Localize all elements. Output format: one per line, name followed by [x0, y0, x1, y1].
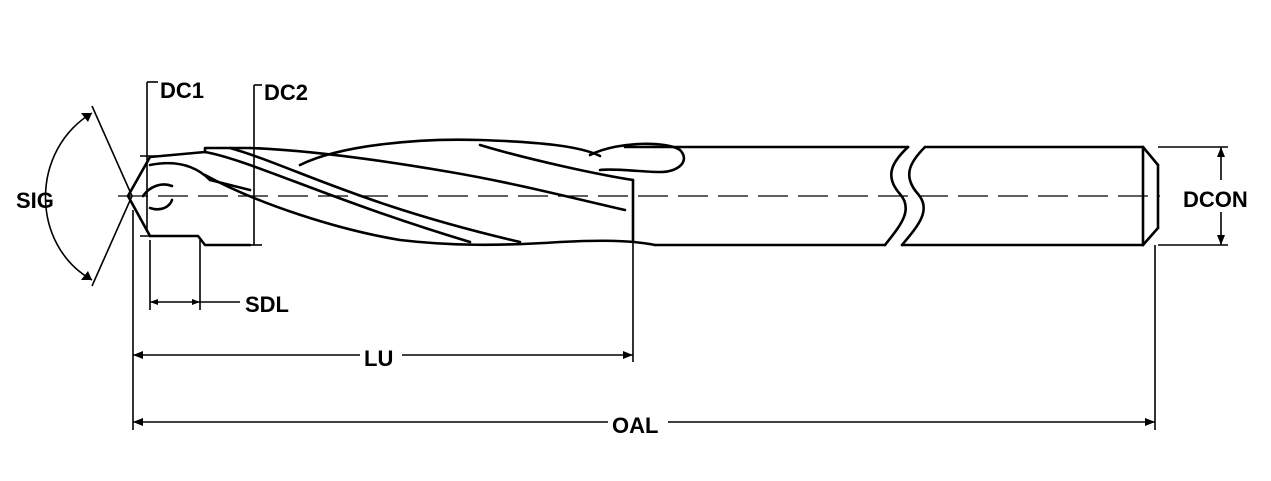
sig-angle-indicator: [44, 105, 133, 287]
sdl-dimension: [149, 240, 240, 310]
lu-dimension: [132, 210, 634, 430]
dc2-dimension: [248, 84, 262, 246]
sdl-label: SDL: [245, 292, 289, 317]
lu-label: LU: [364, 346, 393, 371]
dc2-label: DC2: [264, 80, 308, 105]
dc1-dimension: [140, 81, 160, 237]
dcon-label: DCON: [1183, 187, 1248, 212]
dc1-label: DC1: [160, 78, 204, 103]
sig-label: SIG: [16, 188, 54, 213]
oal-label: OAL: [612, 413, 658, 438]
oal-dimension: [133, 245, 1156, 430]
fluted-section: [126, 138, 686, 247]
dcon-dimension: [1158, 146, 1228, 246]
